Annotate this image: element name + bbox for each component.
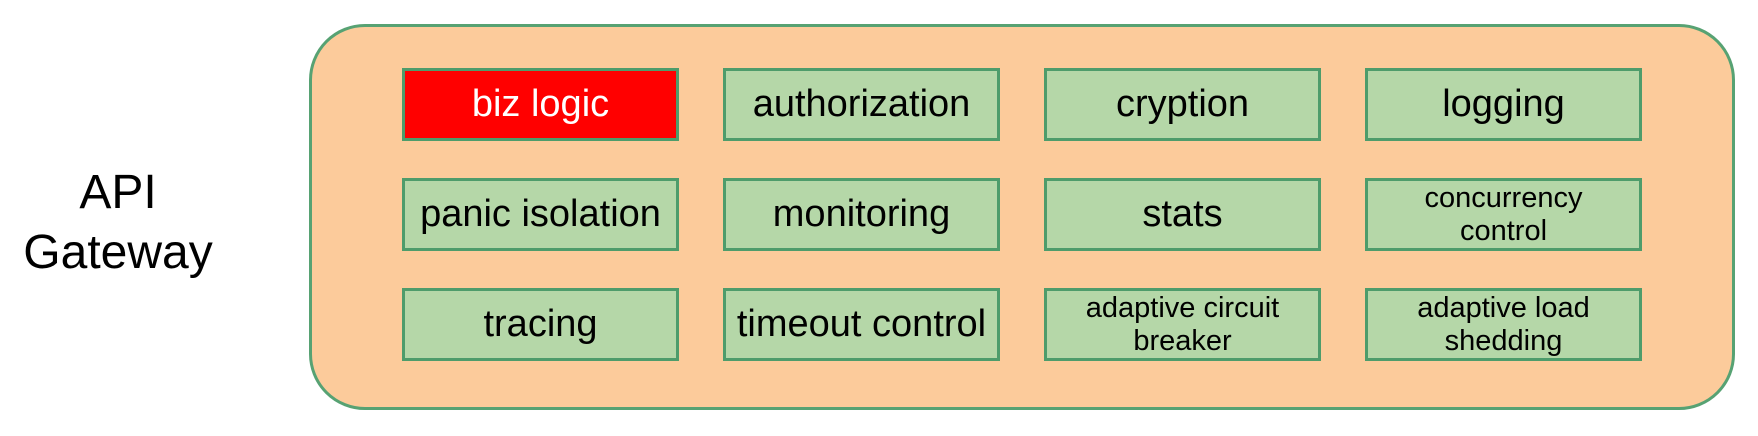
- module-box-logging: logging: [1365, 68, 1642, 141]
- module-grid: biz logic authorization cryption logging pan…: [312, 27, 1732, 361]
- module-box-monitoring: monitoring: [723, 178, 1000, 251]
- module-box-adaptive-load-shedding: adaptive load shedding: [1365, 288, 1642, 361]
- module-box-concurrency-control: concurrency control: [1365, 178, 1642, 251]
- api-gateway-container: biz logic authorization cryption logging pan…: [309, 24, 1735, 410]
- module-box-biz-logic: biz logic: [402, 68, 679, 141]
- module-box-cryption: cryption: [1044, 68, 1321, 141]
- module-box-panic-isolation: panic isolation: [402, 178, 679, 251]
- module-box-tracing: tracing: [402, 288, 679, 361]
- module-box-authorization: authorization: [723, 68, 1000, 141]
- module-box-stats: stats: [1044, 178, 1321, 251]
- module-box-adaptive-circuit-breaker: adaptive circuit breaker: [1044, 288, 1321, 361]
- api-gateway-label: API Gateway: [23, 166, 213, 279]
- module-box-timeout-control: timeout control: [723, 288, 1000, 361]
